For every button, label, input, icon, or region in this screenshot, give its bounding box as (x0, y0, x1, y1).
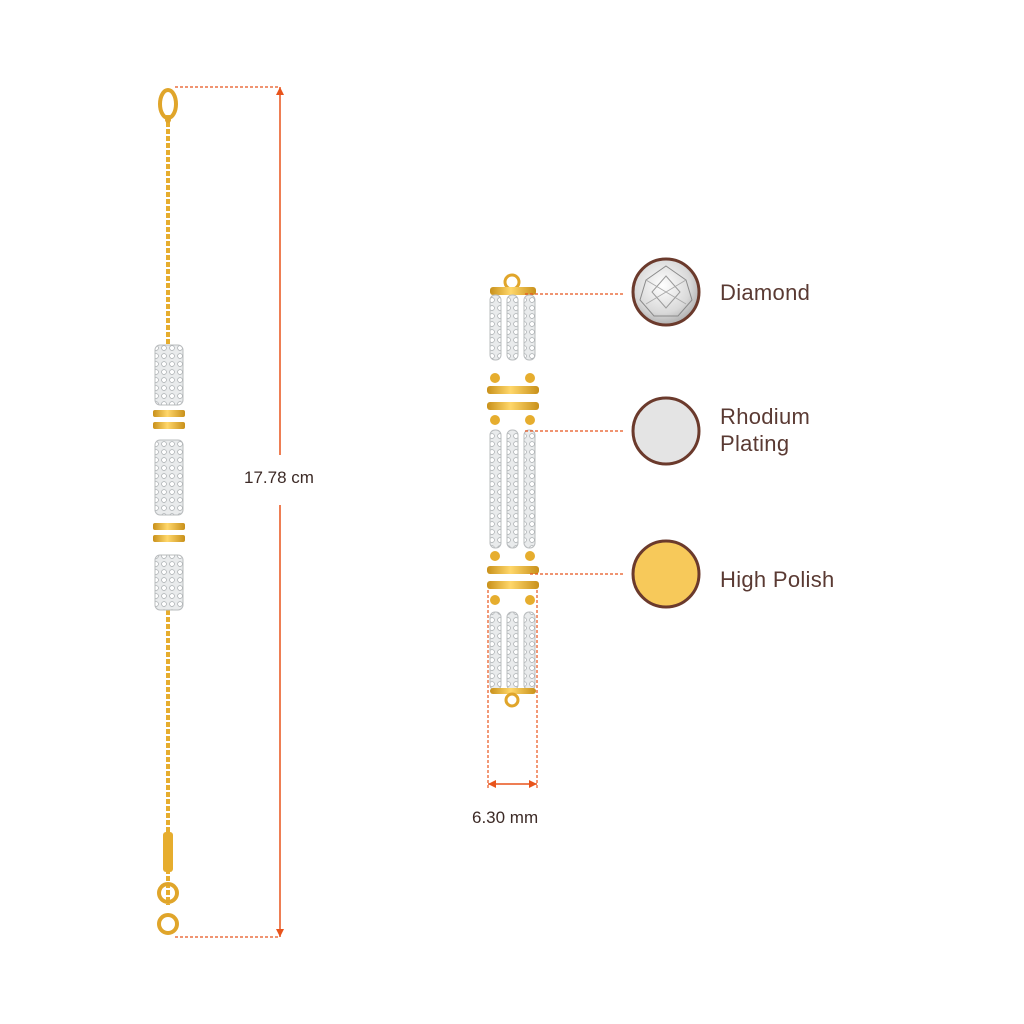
end-ring-icon (157, 832, 179, 935)
gold-swatch-icon (631, 539, 701, 609)
stone-section-3 (489, 611, 536, 691)
material-label-rhodium: Rhodium Plating (720, 404, 811, 456)
material-leaders (525, 293, 625, 575)
connector-1 (487, 373, 539, 425)
stone-section-2 (489, 429, 536, 549)
material-label-diamond: Diamond (720, 280, 811, 305)
diamond-swatch-icon (631, 257, 701, 327)
length-label: 17.78 cm (244, 468, 314, 487)
connector-2 (487, 551, 539, 605)
material-label-high-polish: High Polish (720, 567, 835, 592)
width-label: 6.30 mm (472, 808, 539, 827)
stone-section-1 (489, 294, 536, 361)
lobster-clasp-icon (158, 88, 178, 123)
length-measurement (175, 86, 284, 938)
rhodium-swatch-icon (631, 396, 701, 466)
full-bracelet (153, 88, 185, 935)
diamond-bar (153, 344, 185, 611)
width-measurement (487, 590, 538, 790)
bracelet-detail (487, 273, 539, 708)
